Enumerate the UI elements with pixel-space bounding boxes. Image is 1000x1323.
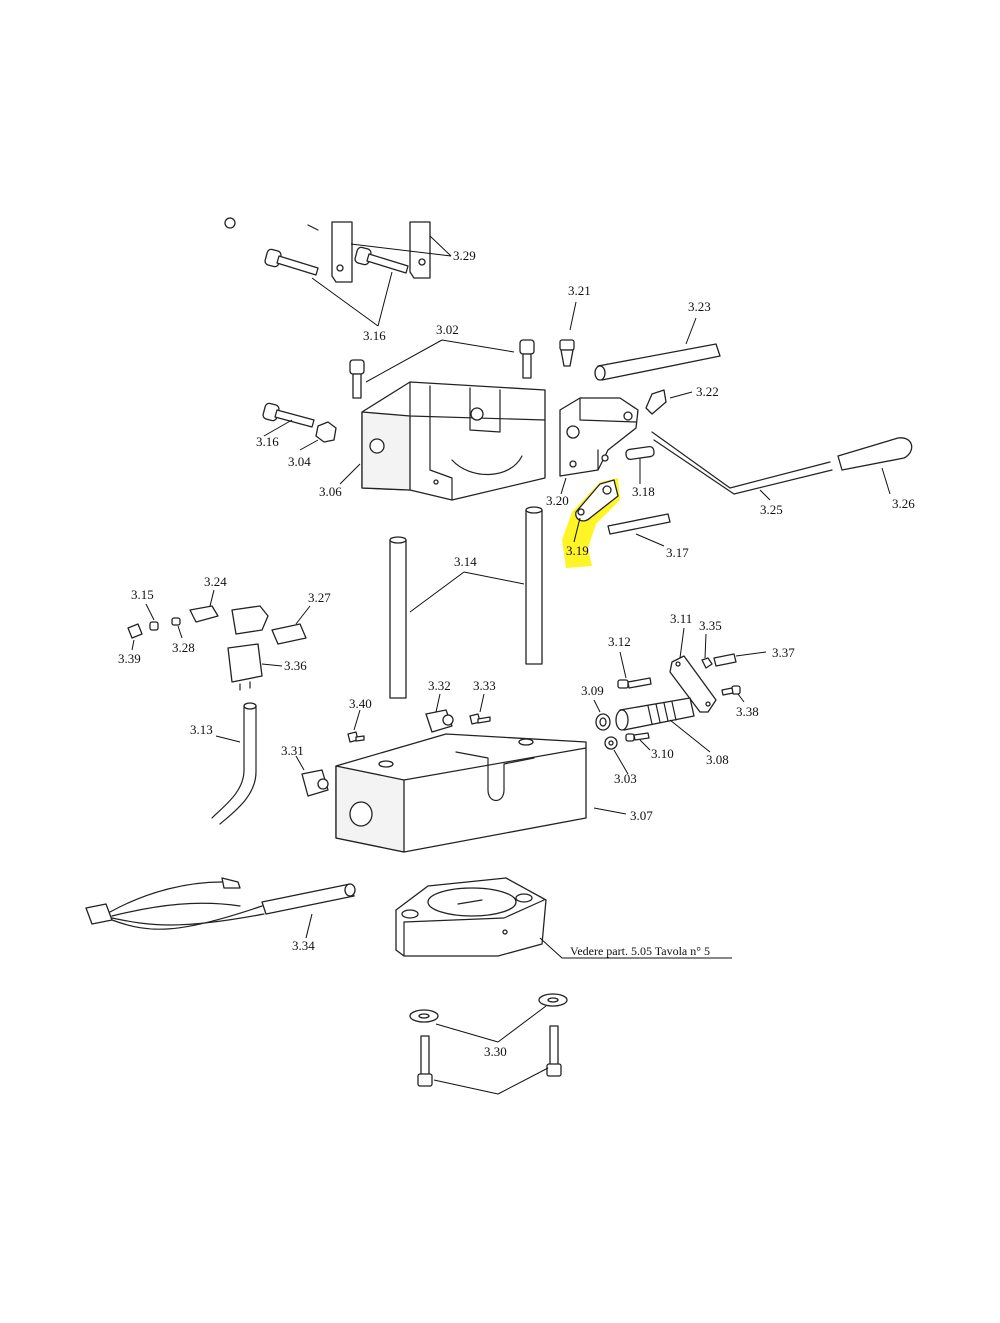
part-3-16-bolt-and-3-04-nut [262,402,337,443]
label-3-09: 3.09 [581,683,604,698]
part-3-07-base-block [335,733,587,853]
part-3-15-fitting [149,621,159,631]
label-3-37: 3.37 [772,645,795,660]
label-3-07: 3.07 [630,808,653,823]
part-3-08-cylinder [615,697,695,731]
label-3-33: 3.33 [473,678,496,693]
part-3-03-washer [604,736,618,750]
label-3-22: 3.22 [696,384,719,399]
part-3-24-elbow [189,605,219,623]
note-vedere-part: Vedere part. 5.05 Tavola n° 5 [570,944,710,958]
part-3-14-columns [389,506,543,699]
part-3-37-pin [713,653,737,667]
label-3-24: 3.24 [204,574,227,589]
label-3-04: 3.04 [288,454,311,469]
label-3-14: 3.14 [454,554,477,569]
label-3-20: 3.20 [546,493,569,508]
part-3-35-nut [701,657,713,669]
part-3-22-pin [645,389,667,415]
label-3-38: 3.38 [736,704,759,719]
part-3-19-link [575,479,619,522]
label-3-39: 3.39 [118,651,141,666]
label-3-40: 3.40 [349,696,372,711]
leader-lines [131,235,891,1095]
part-3-06-block [361,381,546,501]
label-3-02: 3.02 [436,322,459,337]
part-5-05-plate [395,877,547,957]
part-3-32-sensor [425,709,454,733]
label-3-25: 3.25 [760,502,783,517]
part-3-34-heater-cable [85,877,356,930]
label-3-31: 3.31 [281,743,304,758]
label-3-16-mid: 3.16 [256,434,279,449]
label-3-36: 3.36 [284,658,307,673]
part-3-25-lever [651,431,833,495]
label-3-12: 3.12 [608,634,631,649]
label-3-26: 3.26 [892,496,915,511]
part-3-36-valve [227,605,269,691]
label-3-30: 3.30 [484,1044,507,1059]
label-3-35: 3.35 [699,618,722,633]
part-3-21-pin [559,339,575,367]
part-3-38-screw [721,685,741,696]
label-3-28: 3.28 [172,640,195,655]
label-3-06: 3.06 [319,484,342,499]
label-3-11: 3.11 [670,611,692,626]
part-3-18-pin [625,445,655,461]
part-3-13-tube [211,702,257,825]
part-3-33-screw [469,713,491,725]
part-labels: 3.29 3.16 3.02 3.21 3.23 3.22 3.16 3.04 … [118,248,915,1059]
part-3-29-brackets [224,217,431,283]
label-3-23: 3.23 [688,299,711,314]
part-3-23-rod [594,343,721,381]
part-3-12-screw [617,677,652,689]
label-3-15: 3.15 [131,587,154,602]
part-3-11-plate [669,655,717,713]
part-3-20-block [559,397,639,477]
part-3-09-washer [595,713,611,731]
label-3-19: 3.19 [566,543,589,558]
part-3-39-fitting [127,623,143,639]
label-3-16-top: 3.16 [363,328,386,343]
label-3-18: 3.18 [632,484,655,499]
part-3-26-handle [837,437,913,471]
label-3-10: 3.10 [651,746,674,761]
label-3-29: 3.29 [453,248,476,263]
part-3-27-fitting [271,623,307,645]
label-3-17: 3.17 [666,545,689,560]
part-3-10-screw [625,732,650,742]
label-3-21: 3.21 [568,283,591,298]
label-3-27: 3.27 [308,590,331,605]
part-3-31-sensor [301,769,329,797]
label-3-32: 3.32 [428,678,451,693]
part-3-40-screw [347,731,365,743]
part-3-02-screws [349,339,535,399]
part-3-30-washers-screws [409,993,568,1087]
label-3-03: 3.03 [614,771,637,786]
label-3-13: 3.13 [190,722,213,737]
label-3-34: 3.34 [292,938,315,953]
part-3-28-fitting [171,617,181,626]
part-3-17-pin [607,513,671,535]
part-3-16-bolts-top [264,246,409,276]
label-3-08: 3.08 [706,752,729,767]
